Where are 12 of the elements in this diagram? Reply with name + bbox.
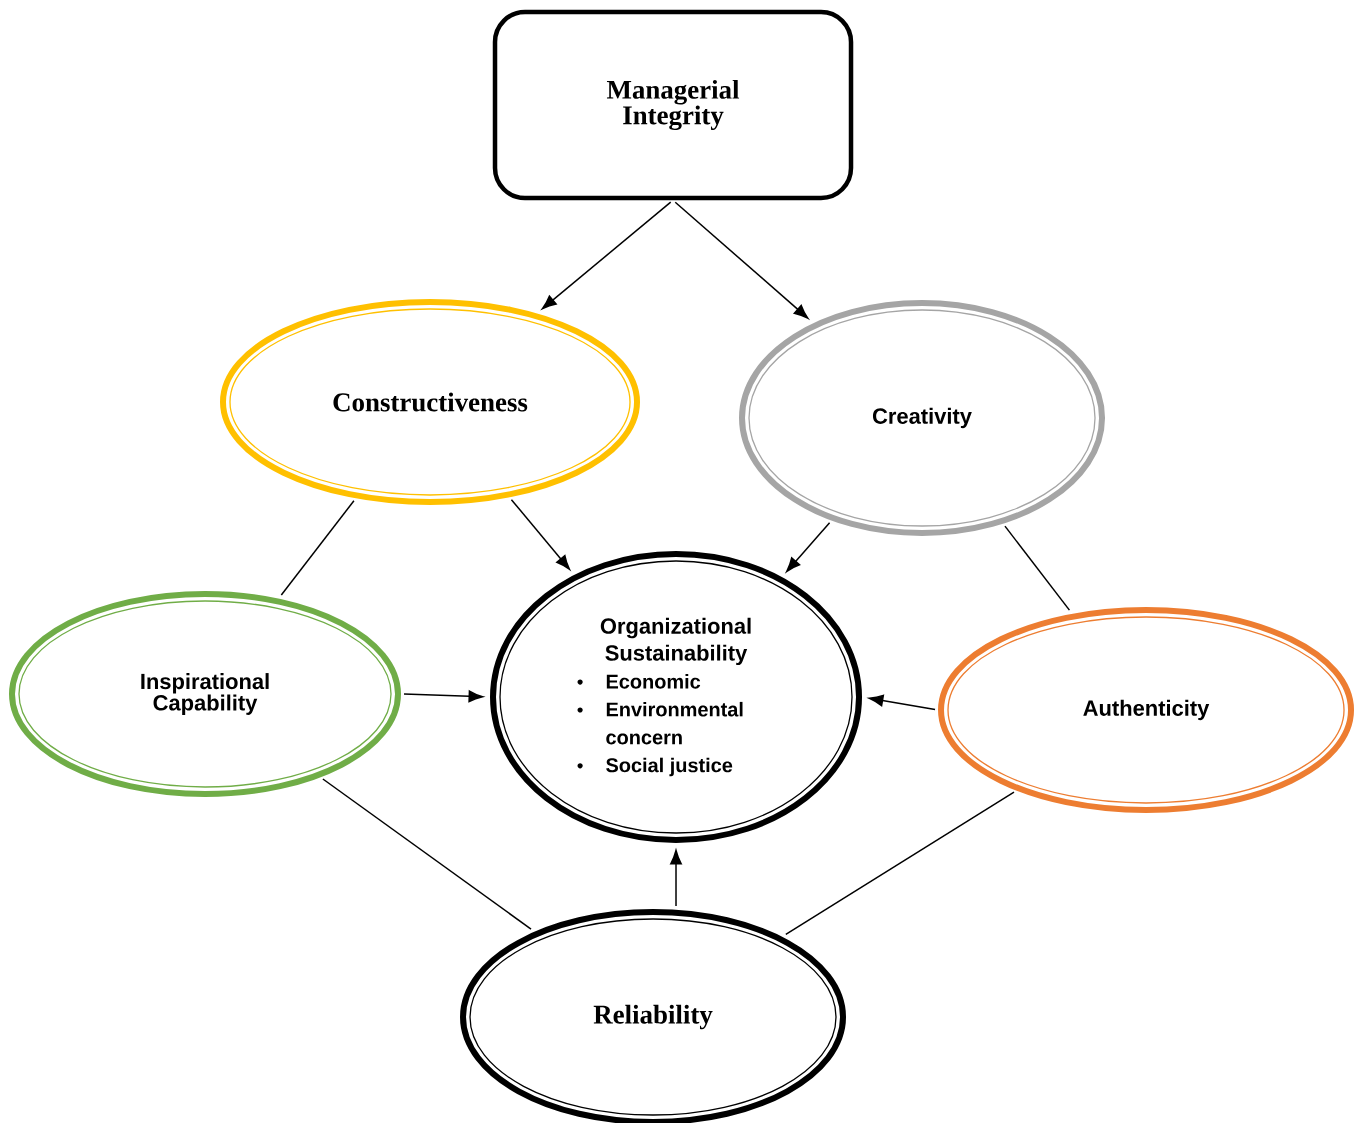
arrow <box>786 522 831 573</box>
connector-line <box>785 791 1015 936</box>
arrow <box>510 498 571 570</box>
rounded-box: Managerial Integrity <box>492 9 854 201</box>
arrow <box>403 690 484 703</box>
arrow <box>670 849 682 907</box>
arrow <box>674 201 809 319</box>
arrow <box>868 694 936 711</box>
arrow <box>541 201 672 310</box>
connector-line <box>322 778 532 930</box>
connector-line <box>1004 525 1071 611</box>
connector-line <box>280 500 355 596</box>
